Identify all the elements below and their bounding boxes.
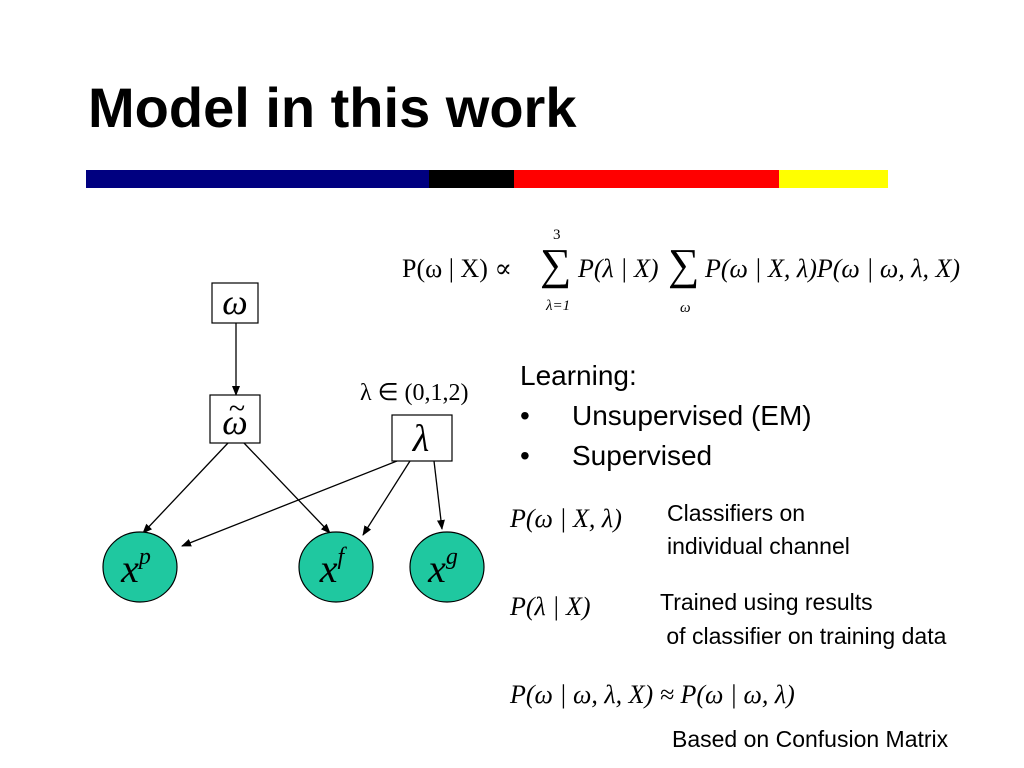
- learning-list: Unsupervised (EM) Supervised: [520, 396, 812, 476]
- sum-1-lower: λ=1: [546, 298, 571, 314]
- color-bar-black: [429, 170, 514, 188]
- node-omega-tilde-accent: ~: [229, 392, 245, 425]
- sum-symbol-2: ∑: [668, 240, 700, 289]
- node-lambda-label: λ: [412, 418, 429, 460]
- learning-block: Learning: Unsupervised (EM) Supervised: [520, 356, 812, 476]
- edge-lambda-to-xp: [181, 460, 398, 547]
- node-omega-tilde: ~ ω: [209, 392, 261, 444]
- learning-item-unsupervised: Unsupervised (EM): [520, 396, 812, 436]
- node-xp-sup: p: [137, 544, 151, 570]
- node-xf-sup: f: [338, 544, 348, 570]
- learning-item-supervised: Supervised: [520, 436, 812, 476]
- note-2-desc-line-1: Trained using results: [660, 589, 873, 615]
- svg-text:xf: xf: [319, 544, 348, 591]
- node-xg-base: x: [427, 546, 446, 591]
- lambda-domain-label: λ ∈ (0,1,2): [360, 380, 469, 406]
- slide-title: Model in this work: [88, 76, 577, 139]
- svg-text:xg: xg: [427, 544, 458, 591]
- main-formula-term1: P(λ | X): [578, 254, 659, 283]
- note-1-formula: P(ω | X, λ): [510, 504, 622, 533]
- note-1-desc-line-2: individual channel: [667, 533, 850, 559]
- color-bar-red: [514, 170, 779, 188]
- learning-heading: Learning:: [520, 360, 637, 391]
- note-2-desc-line-2: of classifier on training data: [660, 623, 947, 649]
- sum-2-lower: ω: [680, 300, 691, 316]
- node-omega-tilde-label: ω: [222, 402, 247, 442]
- color-bar-navy: [86, 170, 429, 188]
- node-xf: xf: [298, 531, 374, 603]
- note-1-desc-line-1: Classifiers on: [667, 500, 806, 526]
- main-formula-lhs: P(ω | X) ∝: [402, 254, 512, 283]
- main-formula-term2: P(ω | X, λ)P(ω | ω, λ, X): [705, 254, 961, 283]
- node-lambda: λ: [391, 414, 453, 462]
- note-3-formula: P(ω | ω, λ, X) ≈ P(ω | ω, λ): [510, 680, 795, 709]
- note-2-formula: P(λ | X): [510, 592, 591, 621]
- edge-lambda-to-xf: [362, 460, 411, 536]
- edge-lambda-to-xg: [433, 460, 445, 530]
- color-bar-yellow: [779, 170, 888, 188]
- edge-omega-tilde-to-xp: [142, 442, 229, 534]
- sum-symbol-1: ∑: [540, 240, 572, 289]
- note-3-desc-line-1: Based on Confusion Matrix: [672, 726, 949, 752]
- node-xp: xp: [102, 531, 178, 603]
- edge-omega-tilde-to-xf: [243, 442, 331, 534]
- svg-text:xp: xp: [120, 544, 151, 591]
- node-xg-sup: g: [446, 544, 458, 570]
- node-xp-base: x: [120, 546, 139, 591]
- node-omega-label: ω: [222, 282, 247, 322]
- node-omega: ω: [211, 282, 259, 324]
- node-xg: xg: [409, 531, 485, 603]
- sum-1-upper: 3: [553, 227, 561, 243]
- node-xf-base: x: [319, 546, 338, 591]
